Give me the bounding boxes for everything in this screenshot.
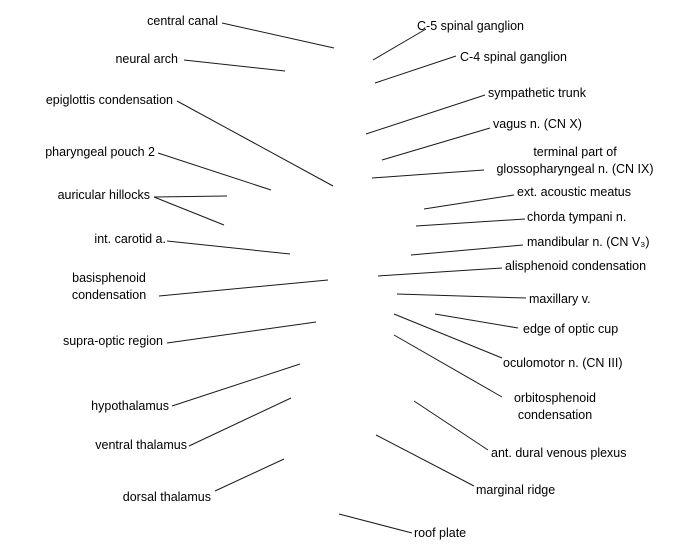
leader-alisphenoid-condensation [377, 267, 503, 277]
leader-hypothalamus [171, 363, 301, 407]
label-neural-arch: neural arch [115, 52, 178, 66]
label-basisphenoid-condensation: basisphenoid condensation [64, 270, 154, 304]
label-basisphenoid-line2: condensation [71, 288, 147, 302]
label-hypothalamus: hypothalamus [91, 399, 169, 413]
label-alisphenoid-condensation: alisphenoid condensation [505, 259, 647, 273]
label-roof-plate: roof plate [414, 526, 467, 540]
label-ventral-thalamus: ventral thalamus [95, 438, 187, 452]
leader-vagus-nerve [381, 127, 491, 161]
leader-orbitosphenoid-condensation [393, 334, 503, 398]
label-c5-spinal-ganglion: C-5 spinal ganglion [417, 19, 525, 33]
leader-auricular-hillocks-1 [153, 195, 228, 198]
leader-central-canal [221, 22, 335, 49]
label-oculomotor-nerve: oculomotor n. (CN III) [503, 356, 623, 370]
label-int-carotid: int. carotid a. [94, 232, 166, 246]
leader-epiglottis-condensation [176, 100, 334, 187]
label-dorsal-thalamus: dorsal thalamus [122, 490, 211, 504]
leader-sympathetic-trunk [365, 94, 486, 135]
label-glossopharyngeal-nerve: terminal part of glossopharyngeal n. (CN… [485, 144, 665, 178]
leader-edge-of-optic-cup [434, 313, 519, 329]
leader-mandibular-nerve [410, 244, 524, 256]
label-epiglottis-condensation: epiglottis condensation [45, 93, 173, 107]
label-orbitosphenoid-line2: condensation [517, 408, 593, 422]
label-glossopharyngeal-line1: terminal part of [533, 145, 617, 159]
label-pharyngeal-pouch-2: pharyngeal pouch 2 [45, 145, 155, 159]
leader-c4-spinal-ganglion [374, 55, 457, 84]
label-marginal-ridge: marginal ridge [476, 483, 556, 497]
leader-c5-spinal-ganglion [372, 28, 427, 61]
leader-dorsal-thalamus [214, 458, 285, 492]
leader-neural-arch [183, 59, 286, 72]
leader-pharyngeal-pouch-2 [157, 152, 272, 191]
leader-roof-plate [338, 513, 413, 534]
label-ant-dural-venous-plexus: ant. dural venous plexus [491, 446, 627, 460]
leader-auricular-hillocks-2 [153, 196, 225, 226]
label-glossopharyngeal-line2: glossopharyngeal n. (CN IX) [496, 162, 654, 176]
label-edge-of-optic-cup: edge of optic cup [523, 322, 619, 336]
label-mandibular-nerve: mandibular n. (CN V₃) [527, 235, 650, 249]
leader-maxillary-vein [396, 293, 527, 299]
label-central-canal: central canal [147, 14, 218, 28]
leader-chorda-tympani [415, 218, 526, 227]
label-basisphenoid-line1: basisphenoid [72, 271, 146, 285]
label-supra-optic-region: supra-optic region [62, 334, 163, 348]
label-orbitosphenoid-line1: orbitosphenoid [513, 391, 596, 405]
leader-ant-dural-venous-plexus [413, 400, 489, 451]
leader-int-carotid [166, 240, 291, 255]
leader-supra-optic-region [166, 321, 317, 344]
label-chorda-tympani: chorda tympani n. [527, 210, 627, 224]
label-maxillary-vein: maxillary v. [529, 292, 591, 306]
leader-oculomotor-nerve [393, 313, 503, 359]
leader-basisphenoid-condensation [158, 279, 329, 297]
label-ext-acoustic-meatus: ext. acoustic meatus [517, 185, 631, 199]
label-sympathetic-trunk: sympathetic trunk [488, 86, 586, 100]
label-orbitosphenoid-condensation: orbitosphenoid condensation [505, 390, 605, 424]
leader-marginal-ridge [375, 434, 475, 487]
label-auricular-hillocks: auricular hillocks [57, 188, 150, 202]
label-c4-spinal-ganglion: C-4 spinal ganglion [460, 50, 568, 64]
leader-ext-acoustic-meatus [423, 194, 515, 210]
label-vagus-nerve: vagus n. (CN X) [493, 117, 582, 131]
leader-ventral-thalamus [188, 397, 292, 447]
leader-glossopharyngeal-nerve [371, 169, 485, 179]
